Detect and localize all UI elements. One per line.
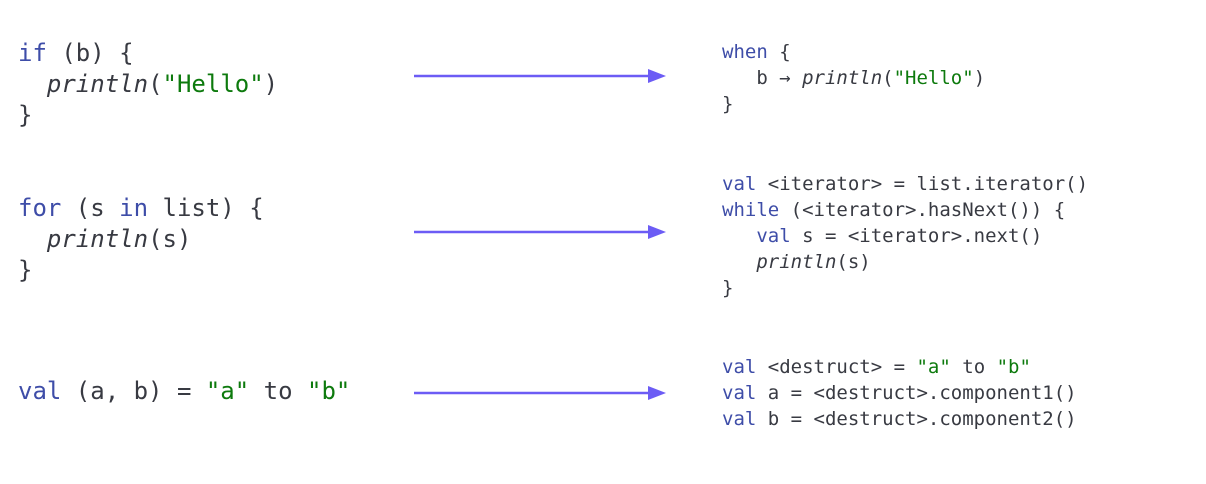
code-line: val a = <destruct>.component1(): [722, 380, 1077, 406]
keyword: val: [722, 173, 757, 195]
source-code-destructuring: val (a, b) = "a" to "b": [18, 376, 350, 407]
string-literal: "a": [205, 377, 250, 405]
code-text: <iterator> = list.iterator(): [756, 173, 1089, 195]
code-text: ): [263, 70, 279, 98]
string-literal: "Hello": [893, 67, 974, 89]
code-line: val b = <destruct>.component2(): [722, 406, 1077, 432]
code-line: b → println("Hello"): [722, 65, 985, 91]
code-text: (s): [148, 225, 192, 253]
code-text: to: [249, 377, 308, 405]
function-name: println: [46, 70, 149, 98]
string-literal: "a": [916, 356, 951, 378]
code-line: val (a, b) = "a" to "b": [18, 376, 350, 407]
code-text: s = <iterator>.next(): [790, 225, 1043, 247]
source-code-if: if (b) { println("Hello")}: [18, 38, 278, 131]
string-literal: "b": [307, 377, 351, 405]
function-name: println: [802, 67, 883, 89]
keyword: val: [756, 225, 791, 247]
code-text: <destruct> =: [756, 356, 917, 378]
code-line: println(s): [722, 249, 1088, 275]
code-line: println(s): [18, 224, 264, 255]
string-literal: "b": [996, 356, 1031, 378]
code-line: }: [18, 100, 278, 131]
code-line: }: [722, 91, 985, 117]
code-text: }: [18, 101, 33, 129]
code-text: (: [882, 67, 894, 89]
code-line: val <iterator> = list.iterator(): [722, 171, 1088, 197]
code-text: (b) {: [46, 39, 134, 67]
function-name: println: [46, 225, 149, 253]
arrow-destructuring-to-components: [414, 386, 666, 400]
code-text: b = <destruct>.component2(): [756, 408, 1077, 430]
desugared-code-when: when { b → println("Hello")}: [722, 39, 985, 117]
code-text: (: [148, 70, 163, 98]
source-code-for: for (s in list) { println(s)}: [18, 193, 264, 286]
desugared-code-iterator: val <iterator> = list.iterator()while (<…: [722, 171, 1088, 301]
code-line: for (s in list) {: [18, 193, 264, 224]
keyword: val: [18, 377, 62, 405]
code-text: {: [767, 41, 791, 63]
code-line: val <destruct> = "a" to "b": [722, 354, 1077, 380]
code-text: [18, 70, 47, 98]
string-literal: "Hello": [162, 70, 264, 98]
keyword: while: [722, 199, 780, 221]
code-text: list) {: [148, 194, 264, 222]
code-text: to: [950, 356, 997, 378]
keyword: when: [722, 41, 768, 63]
keyword: in: [119, 194, 149, 222]
code-text: (a, b) =: [61, 377, 206, 405]
code-text: }: [722, 93, 734, 115]
arrow-if-to-when: [414, 69, 666, 83]
keyword: val: [722, 356, 757, 378]
desugared-code-components: val <destruct> = "a" to "b"val a = <dest…: [722, 354, 1077, 432]
code-line: }: [722, 275, 1088, 301]
function-name: println: [756, 251, 837, 273]
keyword: val: [722, 382, 757, 404]
code-text: [18, 225, 47, 253]
code-line: }: [18, 255, 264, 286]
code-text: [722, 225, 756, 247]
keyword: if: [18, 39, 47, 67]
code-line: if (b) {: [18, 38, 278, 69]
code-text: }: [18, 256, 33, 284]
code-line: when {: [722, 39, 985, 65]
code-text: a = <destruct>.component1(): [756, 382, 1077, 404]
code-line: println("Hello"): [18, 69, 278, 100]
code-text: (s: [61, 194, 120, 222]
code-text: (s): [836, 251, 871, 273]
code-text: b →: [722, 67, 803, 89]
code-line: val s = <iterator>.next(): [722, 223, 1088, 249]
code-text: (<iterator>.hasNext()) {: [779, 199, 1066, 221]
code-text: ): [973, 67, 986, 89]
keyword: for: [18, 194, 62, 222]
arrow-for-to-iterator: [414, 225, 666, 239]
code-line: while (<iterator>.hasNext()) {: [722, 197, 1088, 223]
code-text: }: [722, 277, 734, 299]
code-text: [722, 251, 756, 273]
keyword: val: [722, 408, 757, 430]
